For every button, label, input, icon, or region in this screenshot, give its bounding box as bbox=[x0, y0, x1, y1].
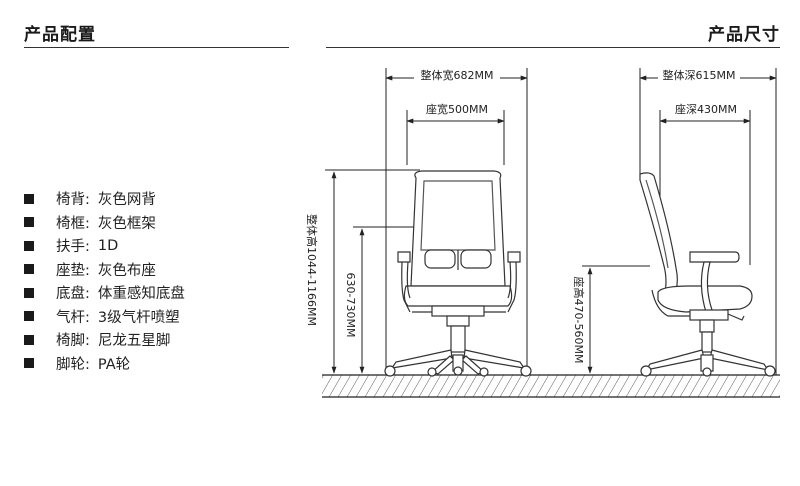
dimensions-heading-rule bbox=[326, 47, 780, 48]
spec-value: 尼龙五星脚 bbox=[97, 333, 171, 350]
square-bullet-icon bbox=[24, 217, 34, 228]
front-overall-width-label: 整体宽682MM bbox=[421, 68, 494, 82]
square-bullet-icon bbox=[24, 334, 34, 345]
chair-side-view bbox=[639, 172, 776, 377]
spec-value: 灰色布座 bbox=[97, 262, 156, 279]
spec-value: 3级气杆喷塑 bbox=[97, 309, 180, 326]
spec-list: 椅背:灰色网背 椅框:灰色框架 扶手:1D 座垫:灰色布座 底盘:体重感知底盘 … bbox=[24, 187, 185, 375]
spec-item-casters: 脚轮: PA轮 bbox=[24, 352, 185, 376]
spec-label: 座垫: bbox=[56, 262, 90, 279]
spec-value: 1D bbox=[97, 237, 119, 254]
spec-item-seat-cushion: 座垫: 灰色布座 bbox=[24, 258, 185, 282]
spec-label: 椅背: bbox=[56, 192, 90, 209]
square-bullet-icon bbox=[24, 240, 34, 251]
config-heading-rule bbox=[24, 47, 289, 48]
spec-value: 灰色网背 bbox=[97, 192, 156, 209]
dimensions-heading: 产品尺寸 bbox=[708, 25, 780, 45]
spec-label: 底盘: bbox=[56, 286, 90, 303]
spec-value: PA轮 bbox=[97, 356, 131, 373]
spec-item-gas-lift: 气杆: 3级气杆喷塑 bbox=[24, 305, 185, 329]
side-overall-depth-label: 整体深615MM bbox=[663, 68, 736, 82]
side-seat-height-label: 座高470-560MM bbox=[572, 277, 586, 364]
chair-front-view bbox=[384, 170, 532, 377]
spec-value: 灰色框架 bbox=[97, 215, 156, 232]
square-bullet-icon bbox=[24, 287, 34, 298]
spec-item-backrest: 椅背: 灰色网背 bbox=[24, 187, 185, 211]
square-bullet-icon bbox=[24, 264, 34, 275]
floor-hatching bbox=[322, 374, 780, 398]
spec-item-frame: 椅框: 灰色框架 bbox=[24, 211, 185, 235]
spec-value: 体重感知底盘 bbox=[97, 286, 185, 303]
front-seat-width-label: 座宽500MM bbox=[426, 102, 488, 116]
spec-label: 扶手: bbox=[56, 239, 90, 256]
front-overall-height-label: 整体高1044-1166MM bbox=[305, 214, 319, 326]
spec-item-armrest: 扶手: 1D bbox=[24, 234, 185, 258]
spec-item-base: 椅脚: 尼龙五星脚 bbox=[24, 328, 185, 352]
spec-label: 气杆: bbox=[56, 309, 90, 326]
spec-item-chassis: 底盘: 体重感知底盘 bbox=[24, 281, 185, 305]
front-seat-height-label: 630-730MM bbox=[344, 273, 357, 338]
side-seat-depth-label: 座深430MM bbox=[675, 102, 737, 116]
spec-label: 椅框: bbox=[56, 215, 90, 232]
square-bullet-icon bbox=[24, 193, 34, 204]
square-bullet-icon bbox=[24, 311, 34, 322]
spec-label: 椅脚: bbox=[56, 333, 90, 350]
square-bullet-icon bbox=[24, 358, 34, 369]
config-heading: 产品配置 bbox=[24, 25, 96, 45]
spec-label: 脚轮: bbox=[56, 356, 90, 373]
